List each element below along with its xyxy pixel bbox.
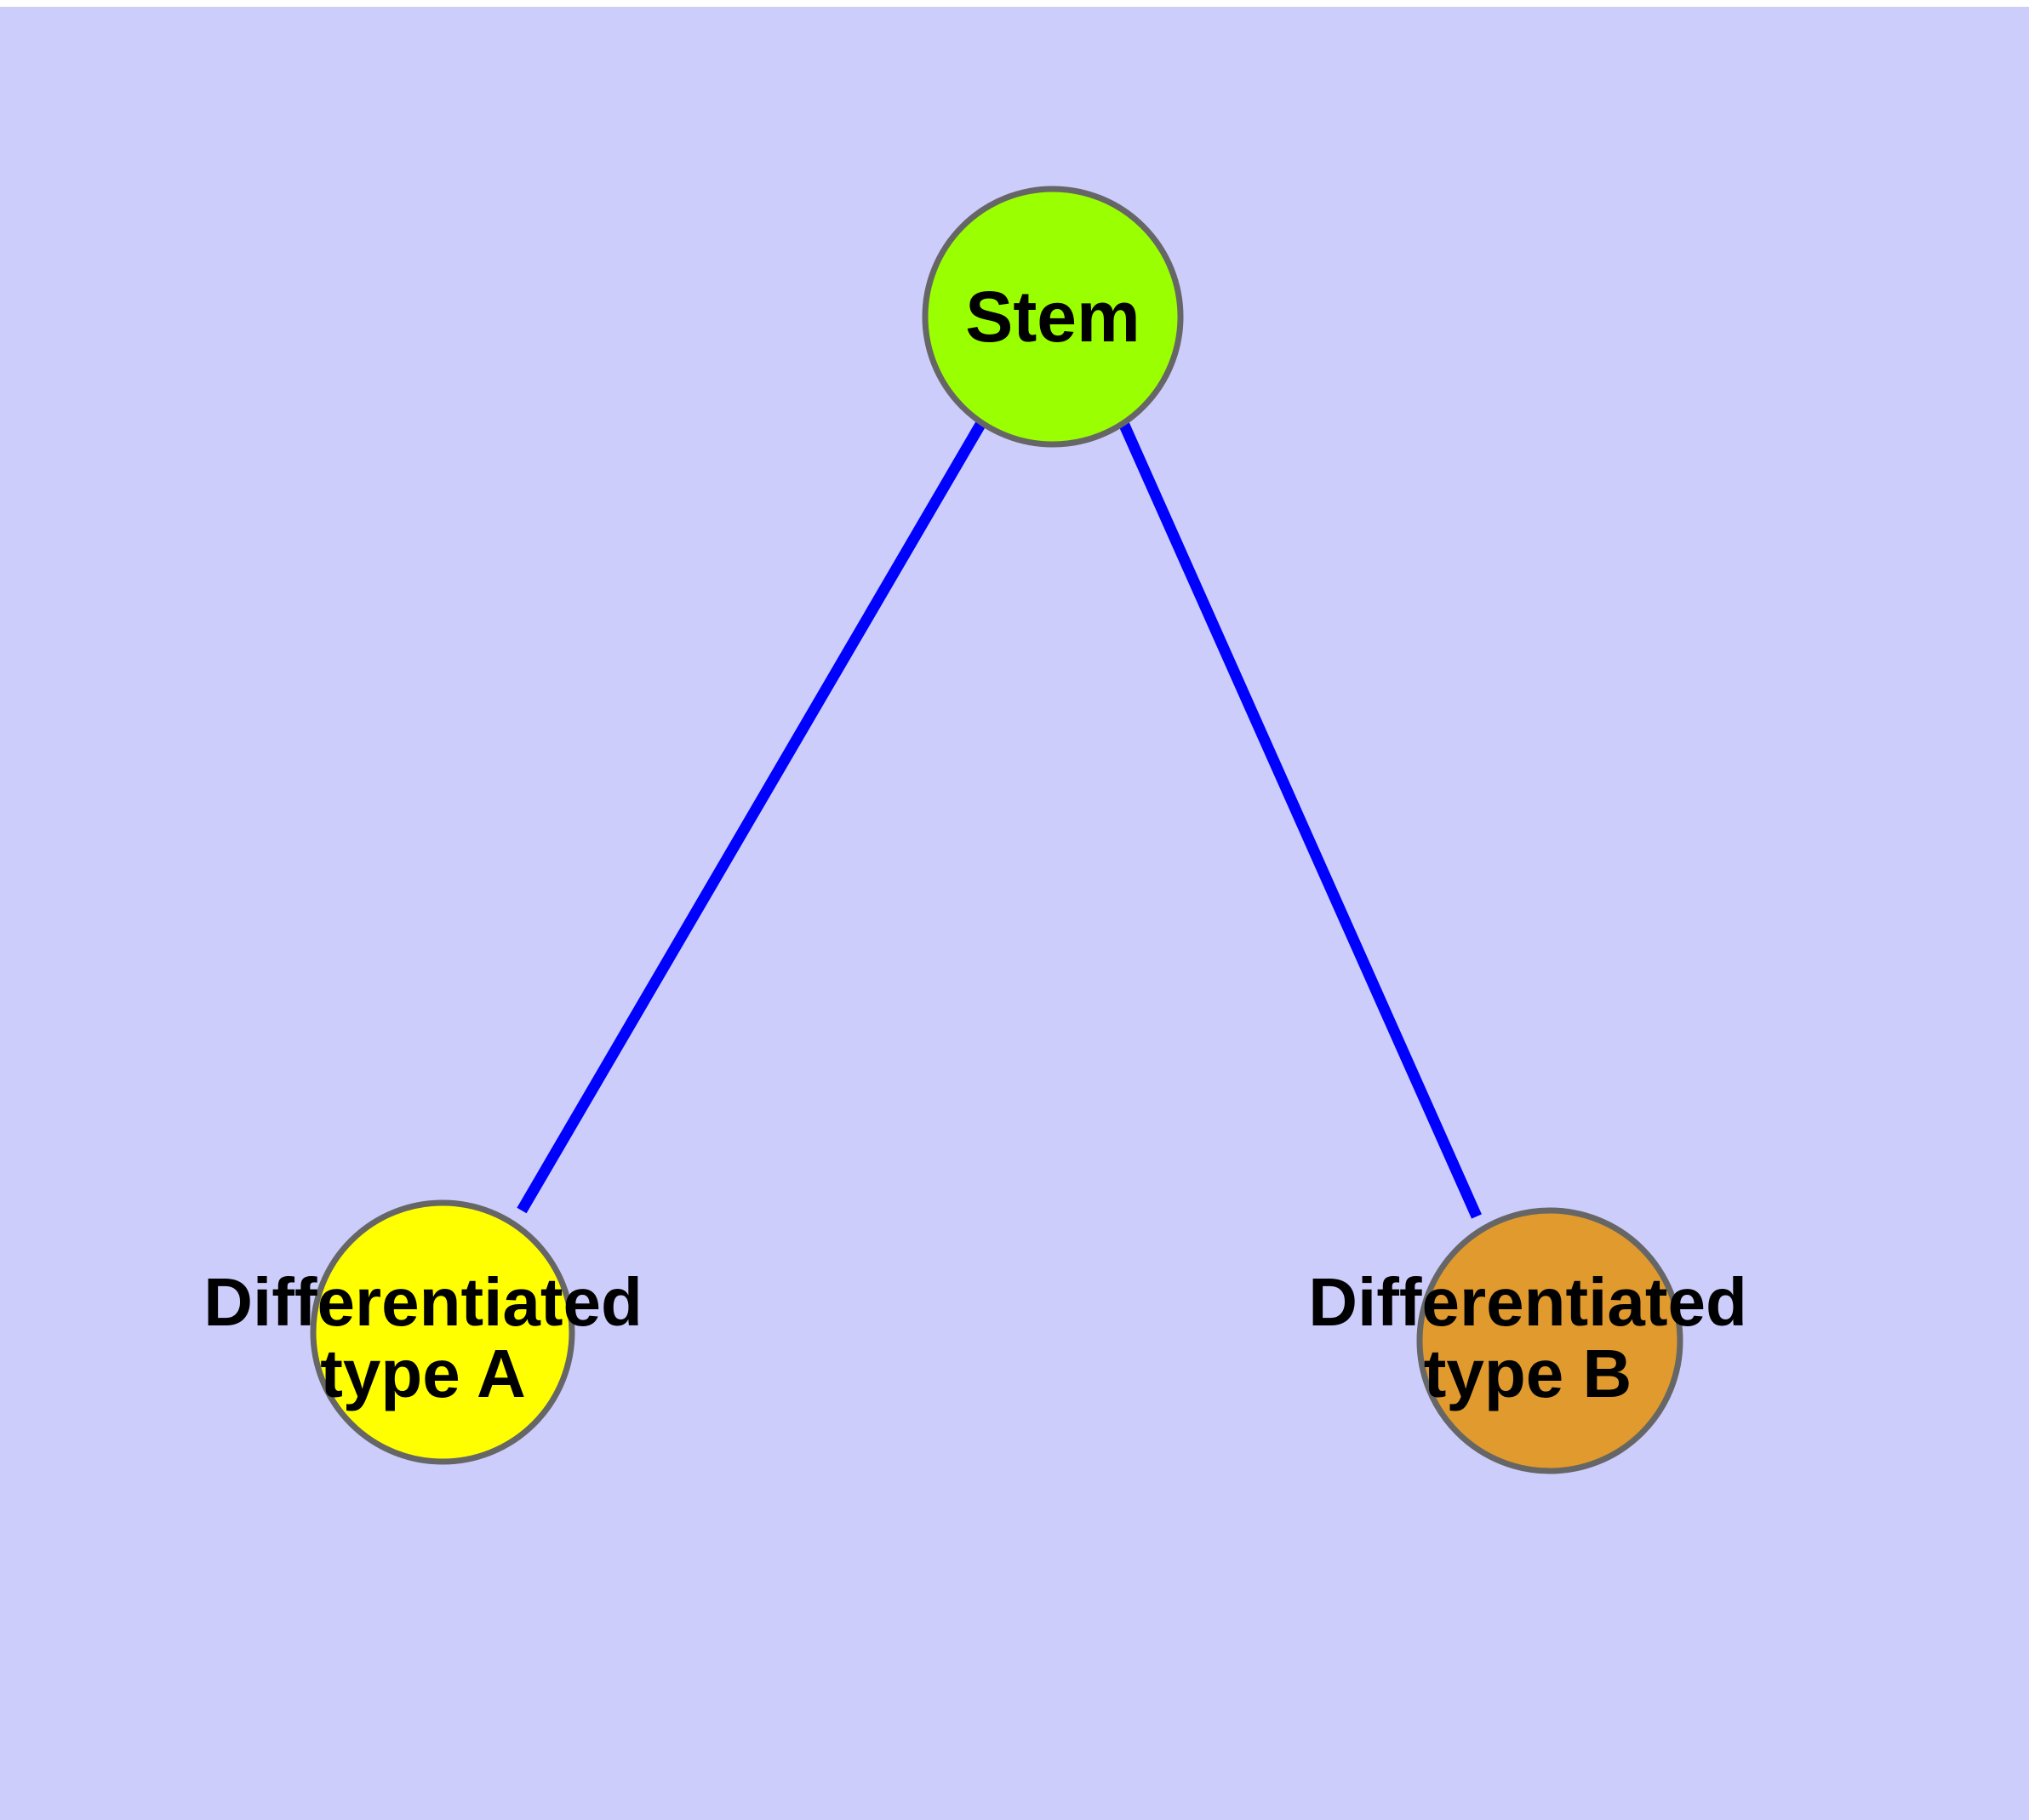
node-stem[interactable] xyxy=(922,186,1184,448)
node-layer xyxy=(310,186,1683,1474)
edge-layer xyxy=(517,420,1482,1219)
node-differentiated-type-b[interactable] xyxy=(1416,1207,1683,1474)
node-differentiated-type-a[interactable] xyxy=(310,1199,575,1465)
edge-stem-to-differentiated-type-a[interactable] xyxy=(517,420,986,1214)
edge-stem-to-differentiated-type-b[interactable] xyxy=(1118,421,1482,1219)
